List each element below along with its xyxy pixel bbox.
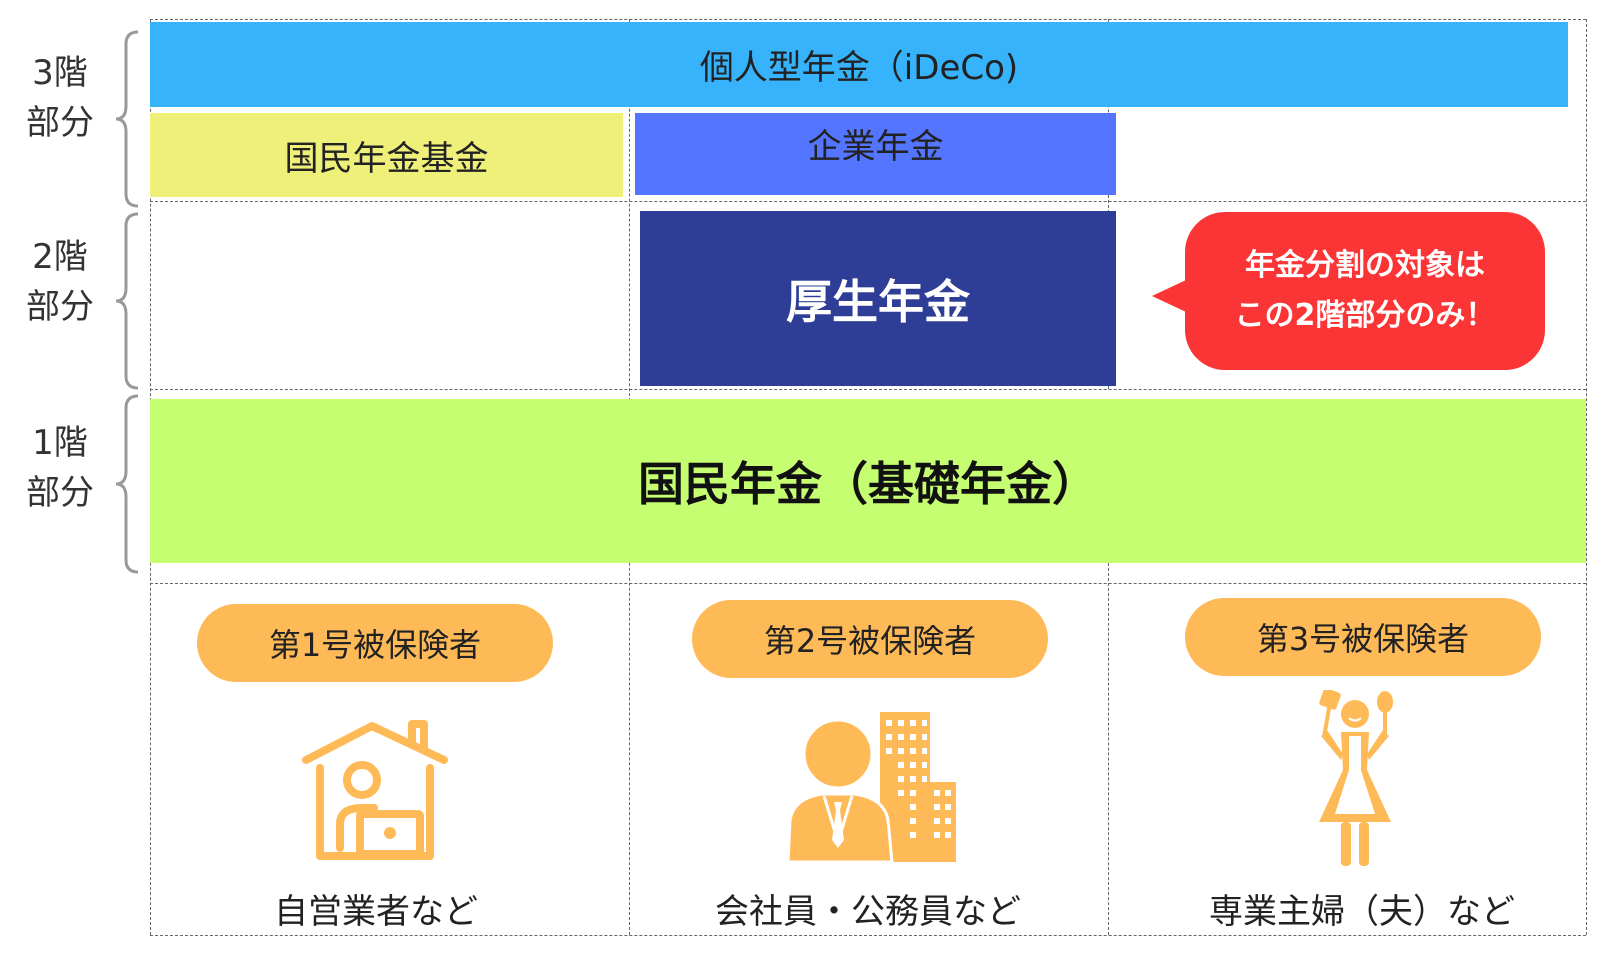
grid-line-insured-top bbox=[150, 583, 1586, 584]
grid-line-right bbox=[1586, 19, 1587, 935]
tier2-brace bbox=[115, 212, 139, 390]
tier2-label: 2階 部分 bbox=[10, 232, 110, 332]
corporate-pension-label: 企業年金 bbox=[807, 127, 944, 167]
insured-type1-caption: 自営業者など bbox=[274, 892, 478, 932]
national-pension-fund-label: 国民年金基金 bbox=[284, 138, 489, 179]
ideco-block: 個人型年金（iDeCo) bbox=[150, 22, 1568, 107]
homemaker-icon bbox=[1319, 690, 1393, 866]
home-worker-icon bbox=[302, 720, 448, 860]
basic-pension-label: 国民年金（基礎年金） bbox=[638, 457, 1098, 511]
grid-line-tier2-bottom bbox=[150, 389, 1586, 390]
grid-line-tier3-bottom bbox=[150, 201, 1586, 202]
insured-type3-caption: 専業主婦（夫）など bbox=[1209, 892, 1515, 932]
employees-pension-label: 厚生年金 bbox=[786, 274, 970, 329]
basic-pension-block: 国民年金（基礎年金） bbox=[150, 399, 1586, 563]
callout-line1: 年金分割の対象は bbox=[1245, 248, 1485, 283]
tier1-text: 1階 部分 bbox=[26, 423, 94, 513]
grid-line-top bbox=[150, 19, 1586, 20]
insured-type1-label: 第1号被保険者 bbox=[268, 626, 482, 664]
employees-pension-block: 厚生年金 bbox=[640, 211, 1116, 386]
insured-type1-pill: 第1号被保険者 bbox=[197, 604, 553, 682]
grid-line-col2-upper bbox=[1108, 19, 1109, 389]
tier1-label: 1階 部分 bbox=[10, 418, 110, 518]
corporate-pension-block: 企業年金 bbox=[635, 113, 1116, 195]
insured-type2-label: 第2号被保険者 bbox=[763, 622, 977, 660]
grid-line-bottom bbox=[150, 935, 1586, 936]
office-worker-icon bbox=[788, 712, 956, 864]
tier1-brace bbox=[115, 394, 139, 574]
callout-line2: この2階部分のみ！ bbox=[1234, 298, 1496, 333]
insured-type3-label: 第3号被保険者 bbox=[1256, 620, 1470, 658]
insured-type3-pill: 第3号被保険者 bbox=[1185, 598, 1541, 676]
callout-tail bbox=[1152, 280, 1186, 312]
tier3-text: 3階 部分 bbox=[26, 53, 94, 143]
tier2-text: 2階 部分 bbox=[26, 237, 94, 327]
tier3-brace bbox=[115, 30, 139, 208]
pension-split-callout: 年金分割の対象は この2階部分のみ！ bbox=[1185, 212, 1545, 370]
ideco-label: 個人型年金（iDeCo) bbox=[699, 48, 1019, 88]
tier3-label: 3階 部分 bbox=[10, 48, 110, 148]
grid-line-col2-lower bbox=[1108, 563, 1109, 935]
national-pension-fund-block: 国民年金基金 bbox=[150, 113, 623, 197]
insured-type2-pill: 第2号被保険者 bbox=[692, 600, 1048, 678]
insured-type2-caption: 会社員・公務員など bbox=[715, 892, 1021, 932]
